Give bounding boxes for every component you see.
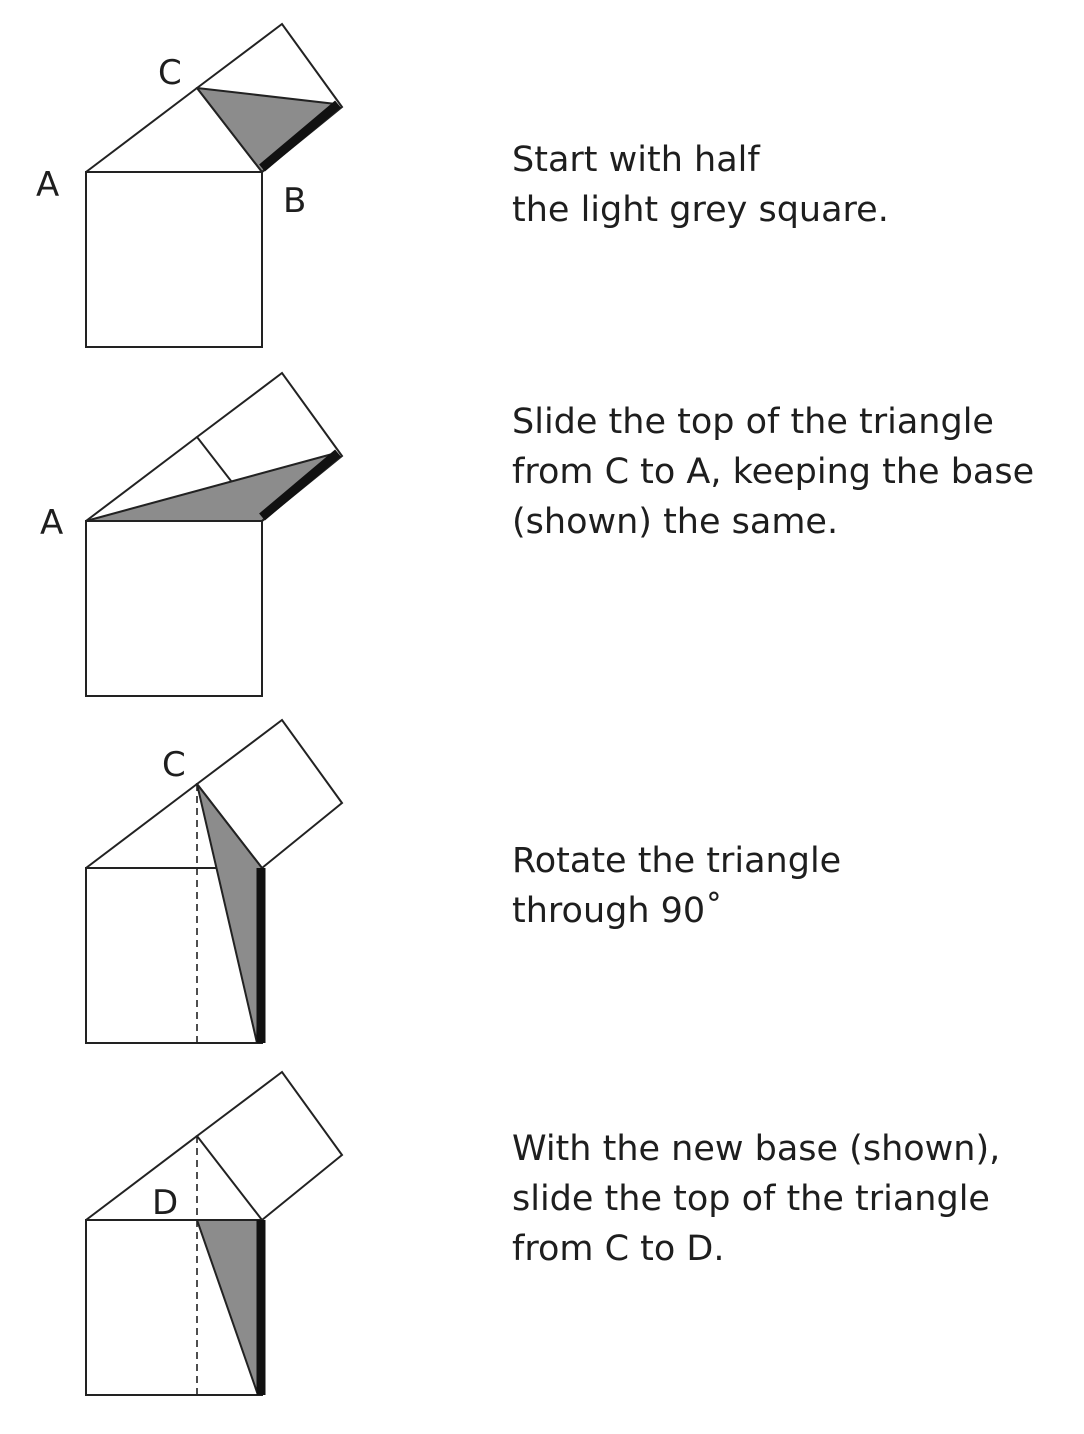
label-b: B <box>283 181 306 221</box>
triangle-side-ac <box>85 87 198 173</box>
caption-line: (shown) the same. <box>512 502 839 542</box>
step-2-caption: Slide the top of the triangle from C to … <box>512 397 1034 547</box>
caption-line: from C to D. <box>512 1229 725 1269</box>
large-square <box>85 520 263 697</box>
step-3-diagram: C <box>85 718 344 1044</box>
step-3: C Rotate the triangle through 90˚ <box>0 696 1084 1056</box>
step-4-caption: With the new base (shown), slide the top… <box>512 1124 1000 1274</box>
step-4-diagram: D <box>85 1070 344 1396</box>
light-grey-square <box>195 1070 344 1222</box>
step-3-caption: Rotate the triangle through 90˚ <box>512 836 841 936</box>
large-square <box>85 171 263 348</box>
step-2: A Slide the top of the triangle from C t… <box>0 348 1084 708</box>
caption-line: through 90˚ <box>512 891 723 931</box>
step-1-caption: Start with half the light grey square. <box>512 135 889 235</box>
triangle-side-ac <box>85 436 198 522</box>
caption-line: With the new base (shown), <box>512 1129 1001 1169</box>
caption-line: from C to A, keeping the base <box>512 452 1035 492</box>
caption-line: the light grey square. <box>512 190 889 230</box>
label-a: A <box>36 165 59 205</box>
label-a: A <box>40 503 63 543</box>
label-c: C <box>158 53 182 93</box>
step-1-diagram: C A B <box>36 22 344 348</box>
step-4: D With the new base (shown), slide the t… <box>0 1048 1084 1428</box>
triangle-base <box>259 100 341 172</box>
caption-line: Rotate the triangle <box>512 841 842 881</box>
label-c: C <box>162 745 186 785</box>
caption-line: Start with half <box>512 140 760 180</box>
triangle-side-ac <box>85 1135 198 1221</box>
caption-line: slide the top of the triangle <box>512 1179 990 1219</box>
step-1: C A B Start with half the light grey squ… <box>0 0 1084 360</box>
triangle-side-ac <box>85 783 198 869</box>
label-d: D <box>152 1183 178 1223</box>
step-2-diagram: A <box>40 371 344 697</box>
triangle-base <box>259 449 341 521</box>
caption-line: Slide the top of the triangle <box>512 402 994 442</box>
